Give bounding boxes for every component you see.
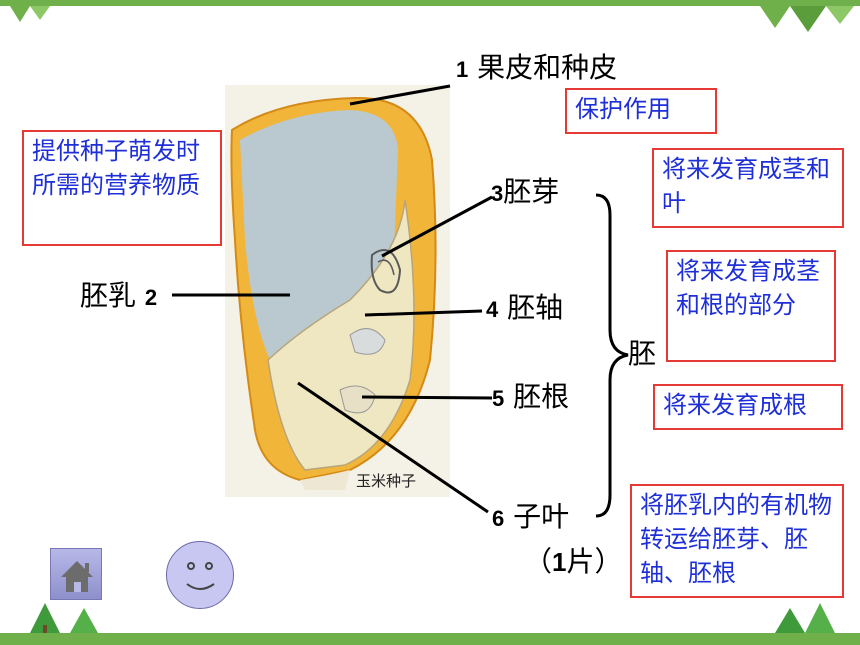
top-right-leaves-icon xyxy=(760,6,854,32)
label-radicle-number: 5 xyxy=(492,386,505,411)
label-plumule-text: 胚芽 xyxy=(503,175,560,208)
label-radicle-text: 胚根 xyxy=(513,380,570,413)
corn-seed-illustration xyxy=(225,85,450,497)
label-endosperm-number: 2 xyxy=(144,285,158,310)
bottom-left-trees-icon xyxy=(30,603,98,633)
embryo-brace xyxy=(595,193,629,518)
smiley-face-icon xyxy=(186,562,215,590)
top-decorative-bar xyxy=(0,0,860,6)
count-open-paren: （ xyxy=(524,545,553,578)
box-protect: 保护作用 xyxy=(565,88,717,134)
label-hypocotyl-number: 4 xyxy=(486,297,499,322)
box-cotyledon-function: 将胚乳内的有机物转运给胚芽、胚轴、胚根 xyxy=(630,484,844,598)
bottom-right-trees-icon xyxy=(775,603,835,633)
home-icon xyxy=(61,561,93,592)
label-hypocotyl: 4 胚轴 xyxy=(486,294,563,322)
count-number: 1 xyxy=(552,547,567,577)
label-cotyledon-number: 6 xyxy=(492,506,505,531)
label-plumule: 3胚芽 xyxy=(491,178,559,206)
pointer-line-radicle xyxy=(361,395,493,400)
label-endosperm-text: 胚乳 xyxy=(80,279,137,312)
home-button[interactable] xyxy=(50,548,102,600)
label-cotyledon-count: （1片） xyxy=(524,548,623,576)
box-nutrition: 提供种子萌发时所需的营养物质 xyxy=(22,130,222,246)
count-unit: 片） xyxy=(566,545,623,578)
box-radicle-function: 将来发育成根 xyxy=(653,384,843,430)
box-hypocotyl-function: 将来发育成茎和根的部分 xyxy=(666,250,836,362)
pointer-line-hypocotyl xyxy=(364,309,483,317)
label-embryo: 胚 xyxy=(628,337,657,370)
label-endosperm: 胚乳 2 xyxy=(80,282,157,310)
bottom-decorative-bar xyxy=(0,633,860,645)
smiley-button[interactable] xyxy=(166,541,234,609)
label-pericarp-number: 1 xyxy=(456,57,469,82)
label-cotyledon-text: 子叶 xyxy=(513,500,570,533)
pointer-line-plumule xyxy=(381,195,493,258)
label-pericarp: 1 果皮和种皮 xyxy=(456,54,617,82)
label-cotyledon: 6 子叶 xyxy=(492,503,569,531)
label-hypocotyl-text: 胚轴 xyxy=(507,291,564,324)
pointer-line-pericarp xyxy=(349,84,451,106)
label-radicle: 5 胚根 xyxy=(492,383,569,411)
box-plumule-function: 将来发育成茎和叶 xyxy=(652,148,844,228)
label-plumule-number: 3 xyxy=(491,181,504,206)
seed-caption: 玉米种子 xyxy=(356,472,417,490)
label-pericarp-text: 果皮和种皮 xyxy=(477,51,618,84)
top-left-leaves-icon xyxy=(10,6,50,22)
pointer-line-cotyledon xyxy=(297,381,489,514)
